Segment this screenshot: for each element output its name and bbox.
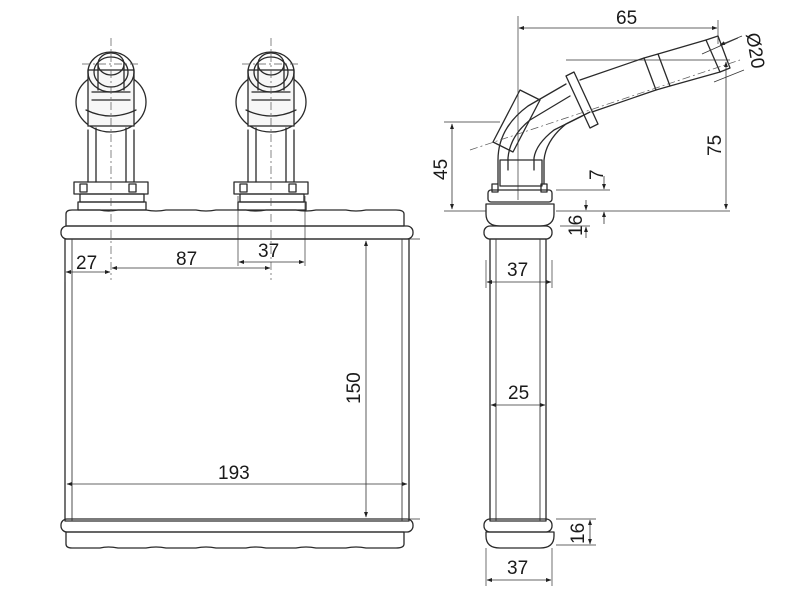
dim-75: 75 xyxy=(705,135,726,156)
dim-line-pipe-dia xyxy=(719,35,743,46)
dim-25: 25 xyxy=(508,383,529,404)
side-dimensions: 65 Ø20 45 75 7 16 37 25 16 37 xyxy=(431,8,768,586)
dim-150: 150 xyxy=(344,372,365,404)
top-tank xyxy=(60,209,414,240)
dim-16-bottom: 16 xyxy=(568,523,589,544)
side-core xyxy=(489,238,547,522)
dim-37-side-top: 37 xyxy=(507,260,528,281)
dim-pipe-diameter: Ø20 xyxy=(741,31,768,70)
dim-45: 45 xyxy=(431,159,452,180)
core-matrix xyxy=(64,238,410,522)
left-pipe xyxy=(73,38,149,280)
side-top-tank xyxy=(483,183,555,240)
side-view: 65 Ø20 45 75 7 16 37 25 16 37 xyxy=(431,8,768,586)
dim-65: 65 xyxy=(616,8,637,29)
side-bottom-tank xyxy=(483,518,555,549)
dim-37-side-bottom: 37 xyxy=(507,558,528,579)
front-dimensions: 27 87 37 150 193 xyxy=(64,196,420,520)
dim-37-front: 37 xyxy=(258,241,279,262)
right-pipe xyxy=(233,38,309,280)
dim-27: 27 xyxy=(76,253,97,274)
dim-16-top: 16 xyxy=(566,215,587,236)
dim-87: 87 xyxy=(176,249,197,270)
side-angled-pipe xyxy=(469,35,741,187)
dim-193: 193 xyxy=(218,463,250,484)
bottom-tank xyxy=(60,518,414,549)
front-view: 27 87 37 150 193 xyxy=(60,38,420,549)
dim-7: 7 xyxy=(587,169,608,180)
